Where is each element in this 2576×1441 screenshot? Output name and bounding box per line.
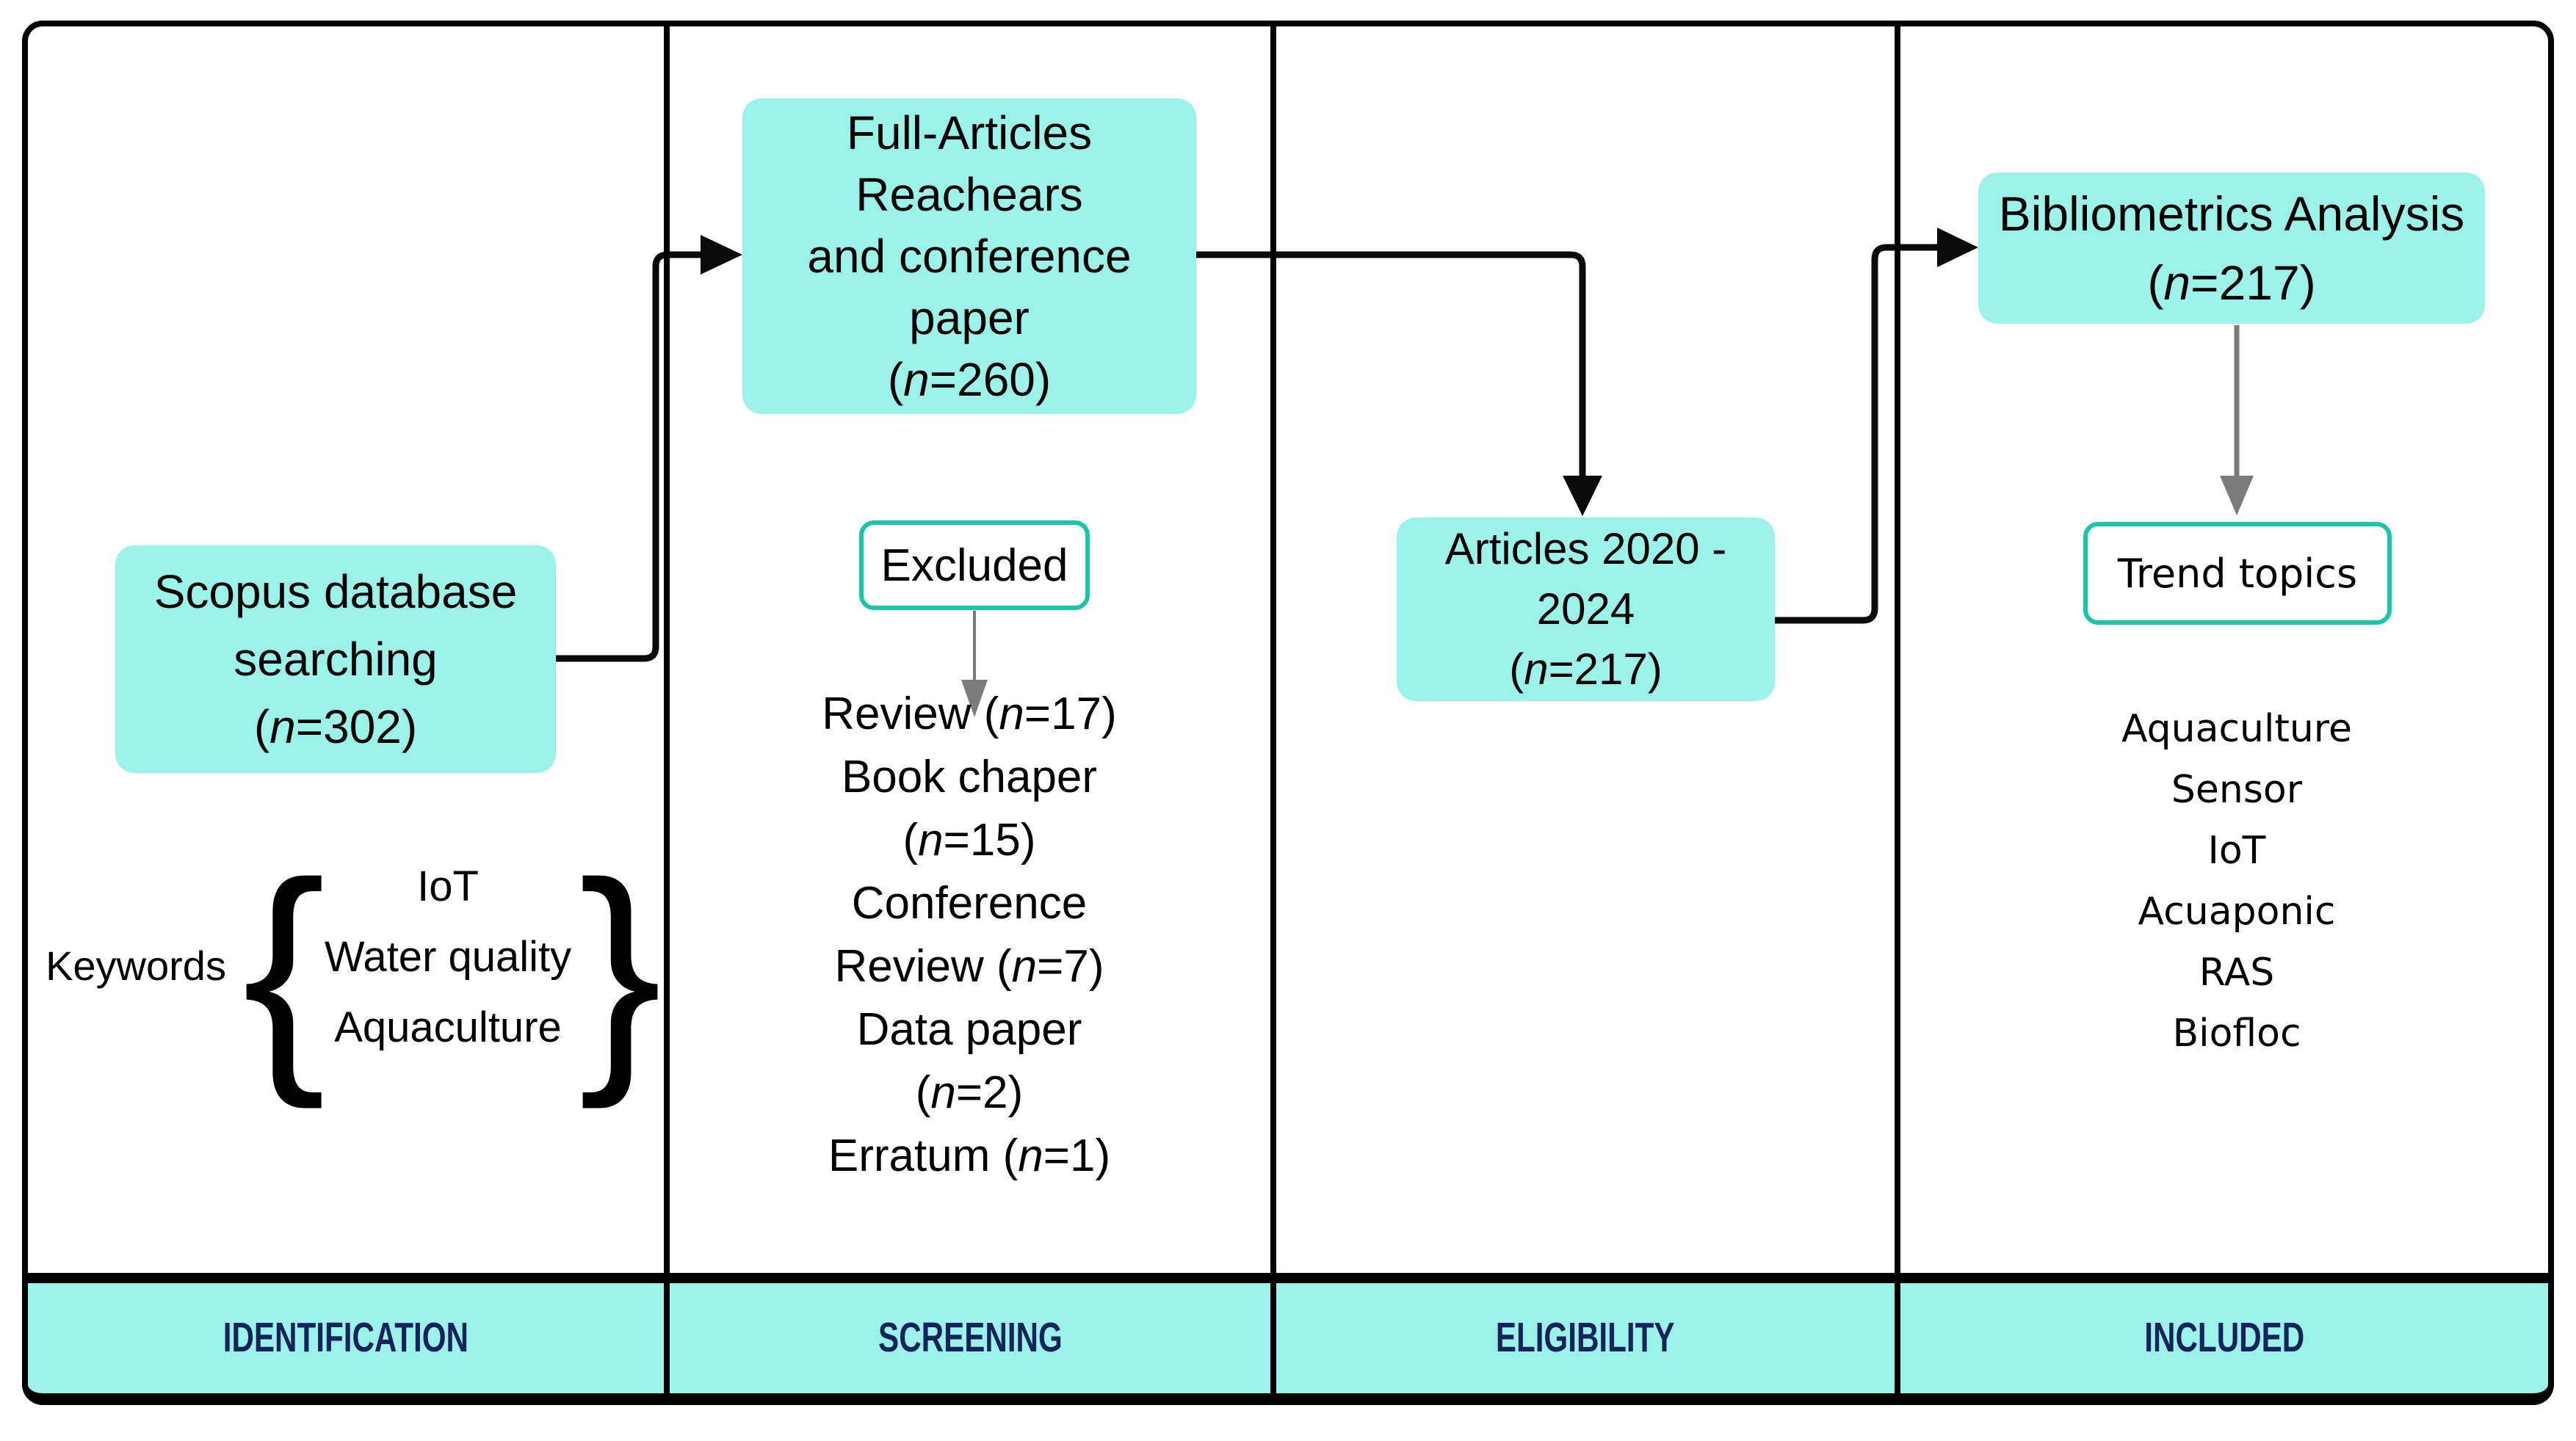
- arrowhead-fullarticles-to-articles: [1563, 476, 1602, 516]
- stage-label-included: INCLUDED: [2144, 1314, 2304, 1361]
- stage-band: [22, 1273, 2554, 1405]
- excluded-item: (n=2): [915, 1067, 1024, 1118]
- keyword-item: IoT: [417, 863, 479, 910]
- excluded-item: Book chaper: [841, 752, 1098, 802]
- articles-line-1: Articles 2020 -: [1444, 524, 1727, 573]
- full-articles-box: Full-Articles Reachears and conference p…: [742, 98, 1196, 414]
- excluded-item: (n=15): [902, 815, 1036, 865]
- stage-label-identification: IDENTIFICATION: [222, 1314, 469, 1361]
- column-divider-1: [664, 21, 670, 1404]
- topic-item: Sensor: [2171, 768, 2303, 812]
- stage-label-screening: SCREENING: [878, 1314, 1063, 1361]
- excluded-item: Conference: [851, 878, 1088, 929]
- arrow-fullarticles-to-articles: [1196, 251, 1586, 477]
- arrow-articles-to-biblio: [1775, 244, 1939, 624]
- full-articles-line-3: and conference: [807, 230, 1132, 283]
- topic-item: IoT: [2207, 829, 2266, 873]
- topic-item: RAS: [2199, 951, 2275, 995]
- column-divider-3: [1895, 21, 1900, 1404]
- topic-item: Aquaculture: [2121, 707, 2353, 751]
- scopus-count: (n=302): [253, 700, 418, 753]
- full-articles-count: (n=260): [887, 353, 1052, 406]
- right-brace: }: [579, 831, 662, 1110]
- keyword-item: Water quality: [324, 933, 572, 981]
- arrowhead-biblio-to-trend: [2220, 476, 2254, 515]
- excluded-label: Excluded: [880, 540, 1068, 591]
- bibliometrics-analysis-box: Bibliometrics Analysis (n=217): [1978, 173, 2485, 324]
- stage-label-eligibility: ELIGIBILITY: [1496, 1314, 1675, 1361]
- excluded-box: Excluded: [859, 520, 1090, 610]
- trend-topics-list: Aquaculture Sensor IoT Acuaponic RAS Bio…: [2016, 699, 2457, 1064]
- excluded-item: Review (n=17): [822, 689, 1117, 739]
- trend-topics-box: Trend topics: [2083, 522, 2392, 625]
- topic-item: Acuaponic: [2138, 890, 2336, 934]
- arrowhead-scopus-to-fullarticles: [701, 235, 742, 275]
- articles-count: (n=217): [1509, 645, 1663, 694]
- scopus-line-1: Scopus database: [153, 565, 518, 618]
- excluded-item: Data paper: [856, 1004, 1082, 1055]
- biblio-line-1: Bibliometrics Analysis: [1998, 186, 2465, 241]
- scopus-line-2: searching: [234, 633, 438, 686]
- trend-topics-label: Trend topics: [2117, 550, 2358, 597]
- biblio-count: (n=217): [2147, 255, 2316, 310]
- full-articles-line-2: Reachears: [855, 168, 1083, 221]
- arrowhead-articles-to-biblio: [1937, 228, 1978, 267]
- arrow-scopus-to-fullarticles: [555, 251, 703, 662]
- left-brace: {: [242, 831, 326, 1110]
- full-articles-line-1: Full-Articles: [846, 106, 1093, 159]
- scopus-database-box: Scopus database searching (n=302): [115, 545, 556, 773]
- keyword-item: Aquaculture: [334, 1003, 562, 1051]
- excluded-item: Erratum (n=1): [828, 1130, 1111, 1181]
- full-articles-line-4: paper: [909, 291, 1030, 344]
- articles-2020-2024-box: Articles 2020 - 2024 (n=217): [1397, 518, 1775, 701]
- excluded-items-list: Review (n=17) Book chaper (n=15) Confere…: [742, 683, 1196, 1188]
- excluded-item: Review (n=7): [834, 941, 1104, 992]
- keywords-list: IoT Water quality Aquaculture: [294, 852, 602, 1063]
- topic-item: Biofloc: [2172, 1012, 2301, 1056]
- column-divider-2: [1270, 21, 1276, 1404]
- arrowhead-excluded-to-list: [961, 680, 988, 717]
- articles-line-2: 2024: [1536, 584, 1635, 634]
- keywords-label: Keywords: [46, 943, 226, 989]
